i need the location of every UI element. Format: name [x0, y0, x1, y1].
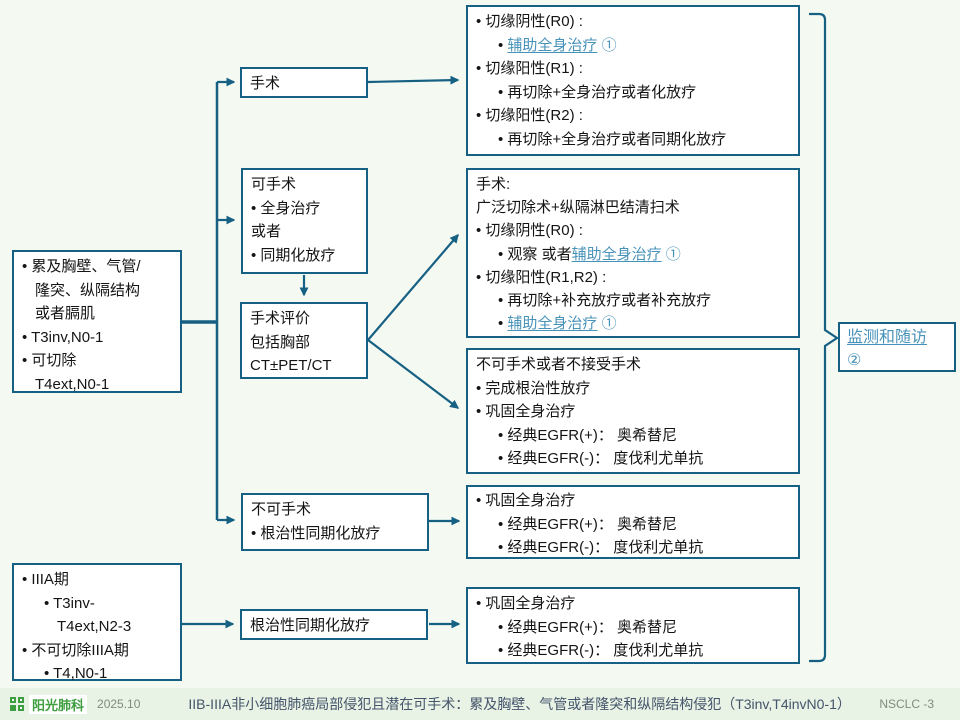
- footer-caption: IIB-IIIA非小细胞肺癌局部侵犯且潜在可手术：累及胸壁、气管或者隆突和纵隔结…: [188, 696, 851, 712]
- brand-name: 阳光肺科: [29, 694, 88, 714]
- node-monitor-followup: 监测和随访 ②: [838, 322, 956, 372]
- line-prefix: •: [498, 36, 508, 54]
- outcome-line: 不可手术或者不接受手术: [476, 356, 642, 373]
- outcome-line: • 切缘阳性(R1,R2) :: [476, 268, 607, 286]
- outcome-line: 广泛切除术+纵隔淋巴结清扫术: [476, 199, 680, 217]
- brand-group: 阳光肺科 2025.10: [10, 694, 141, 714]
- node-label: 手术: [250, 75, 281, 92]
- outcome-line: • 再切除+补充放疗或者补充放疗: [498, 292, 712, 310]
- criteria-line: • IIIA期: [22, 571, 69, 588]
- arrow-surgery-to-r1: [367, 75, 460, 85]
- criteria-line: • 不可切除IIIA期: [22, 641, 129, 659]
- outcome-line: • 经典EGFR(+)： 奥希替尼: [498, 618, 678, 636]
- adjuvant-systemic-therapy-link[interactable]: 辅助全身治疗: [507, 36, 598, 54]
- outcome-line: • 经典EGFR(-)： 度伐利尤单抗: [498, 642, 704, 659]
- node-line: 或者: [251, 223, 282, 240]
- footnote-1-symbol: ①: [597, 315, 617, 333]
- page-label: NSCLC -3: [879, 697, 934, 711]
- criteria-line: • T4,N0-1: [44, 665, 108, 682]
- outcome-line: • 完成根治性放疗: [476, 379, 591, 397]
- footer-date: 2025.10: [97, 697, 141, 711]
- node-line: 包括胸部: [250, 333, 311, 351]
- line-prefix: • 观察 或者: [498, 245, 572, 263]
- node-inoperable: 不可手术 • 根治性同期化放疗: [241, 493, 429, 551]
- outcome-line: • 巩固全身治疗: [476, 403, 576, 420]
- outcome-line: • 再切除+全身治疗或者化放疗: [498, 83, 697, 101]
- outcome-line: • 辅助全身治疗 ①: [476, 312, 790, 335]
- criteria-line: 隆突、纵隔结构: [35, 281, 141, 299]
- outcome-line: • 切缘阳性(R2) :: [476, 107, 583, 124]
- criteria-line: T4ext,N0-1: [35, 375, 110, 393]
- footnote-1-symbol: ①: [661, 245, 681, 263]
- outcome-line: • 经典EGFR(+)： 奥希替尼: [498, 426, 678, 444]
- arrow-evaluation-to-r3: [367, 339, 460, 409]
- outcome-line: • 观察 或者辅助全身治疗 ①: [476, 243, 790, 266]
- outcome-line: • 切缘阳性(R1) :: [476, 60, 583, 77]
- footnote-1-symbol: ①: [597, 36, 617, 54]
- node-line: CT±PET/CT: [250, 357, 332, 374]
- outcome-line: • 经典EGFR(-)： 度伐利尤单抗: [498, 539, 704, 556]
- node-line: • 同期化放疗: [251, 246, 336, 264]
- node-outcome-wide-resection: 手术: 广泛切除术+纵隔淋巴结清扫术 • 切缘阴性(R0) : • 观察 或者辅…: [466, 168, 800, 338]
- node-line: 不可手术: [251, 501, 312, 518]
- line-prefix: •: [498, 315, 508, 333]
- node-definitive-crt: 根治性同期化放疗: [240, 609, 428, 640]
- node-surgical-evaluation: 手术评价 包括胸部 CT±PET/CT: [240, 302, 368, 379]
- node-criteria-upper: • 累及胸壁、气管/ 隆突、纵隔结构 或者膈肌 • T3inv,N0-1 • 可…: [12, 250, 182, 393]
- outcome-line: • 辅助全身治疗 ①: [476, 34, 790, 58]
- outcome-line: • 切缘阴性(R0) :: [476, 13, 583, 30]
- node-line: 手术评价: [250, 310, 311, 327]
- outcome-line: 手术:: [476, 176, 511, 193]
- node-label: 根治性同期化放疗: [250, 617, 371, 634]
- node-line: • 全身治疗: [251, 199, 321, 217]
- outcome-line: • 经典EGFR(+)： 奥希替尼: [498, 515, 678, 533]
- footnote-2-symbol: ②: [847, 352, 862, 369]
- criteria-line: • T3inv-: [44, 594, 95, 612]
- adjuvant-systemic-therapy-link[interactable]: 辅助全身治疗: [507, 315, 598, 333]
- flow-connectors: [182, 12, 839, 663]
- footer-bar: 阳光肺科 2025.10 IIB-IIIA非小细胞肺癌局部侵犯且潜在可手术：累及…: [0, 688, 960, 720]
- brace-right: [809, 12, 839, 663]
- adjuvant-systemic-therapy-link[interactable]: 辅助全身治疗: [571, 245, 662, 263]
- criteria-line: 或者膈肌: [35, 305, 96, 322]
- criteria-line: • T3inv,N0-1: [22, 328, 104, 346]
- node-criteria-lower: • IIIA期 • T3inv- T4ext,N2-3 • 不可切除IIIA期 …: [12, 563, 182, 682]
- node-line: • 根治性同期化放疗: [251, 524, 381, 542]
- criteria-line: • 累及胸壁、气管/: [22, 258, 141, 275]
- arrow-evaluation-to-r2: [367, 233, 459, 341]
- node-outcome-no-surgery: 不可手术或者不接受手术 • 完成根治性放疗 • 巩固全身治疗 • 经典EGFR(…: [466, 348, 800, 474]
- sunshine-lung-logo-icon: [10, 696, 24, 711]
- node-surgery: 手术: [240, 67, 368, 98]
- monitor-followup-link[interactable]: 监测和随访: [847, 329, 928, 346]
- criteria-line: • 可切除: [22, 352, 77, 369]
- outcome-line: • 再切除+全身治疗或者同期化放疗: [498, 130, 727, 148]
- criteria-line: T4ext,N2-3: [57, 618, 132, 635]
- node-operable: 可手术 • 全身治疗 或者 • 同期化放疗: [241, 168, 368, 274]
- node-outcome-consolidation-2: • 巩固全身治疗 • 经典EGFR(+)： 奥希替尼 • 经典EGFR(-)： …: [466, 587, 800, 664]
- outcome-line: • 巩固全身治疗: [476, 595, 576, 612]
- outcome-line: • 切缘阴性(R0) :: [476, 222, 583, 240]
- node-line: 可手术: [251, 176, 297, 193]
- outcome-line: • 经典EGFR(-)： 度伐利尤单抗: [498, 450, 704, 467]
- outcome-line: • 巩固全身治疗: [476, 492, 576, 509]
- node-outcome-surgery-margins: • 切缘阴性(R0) : • 辅助全身治疗 ① • 切缘阳性(R1) : • 再…: [466, 5, 800, 156]
- node-outcome-consolidation-1: • 巩固全身治疗 • 经典EGFR(+)： 奥希替尼 • 经典EGFR(-)： …: [466, 485, 800, 559]
